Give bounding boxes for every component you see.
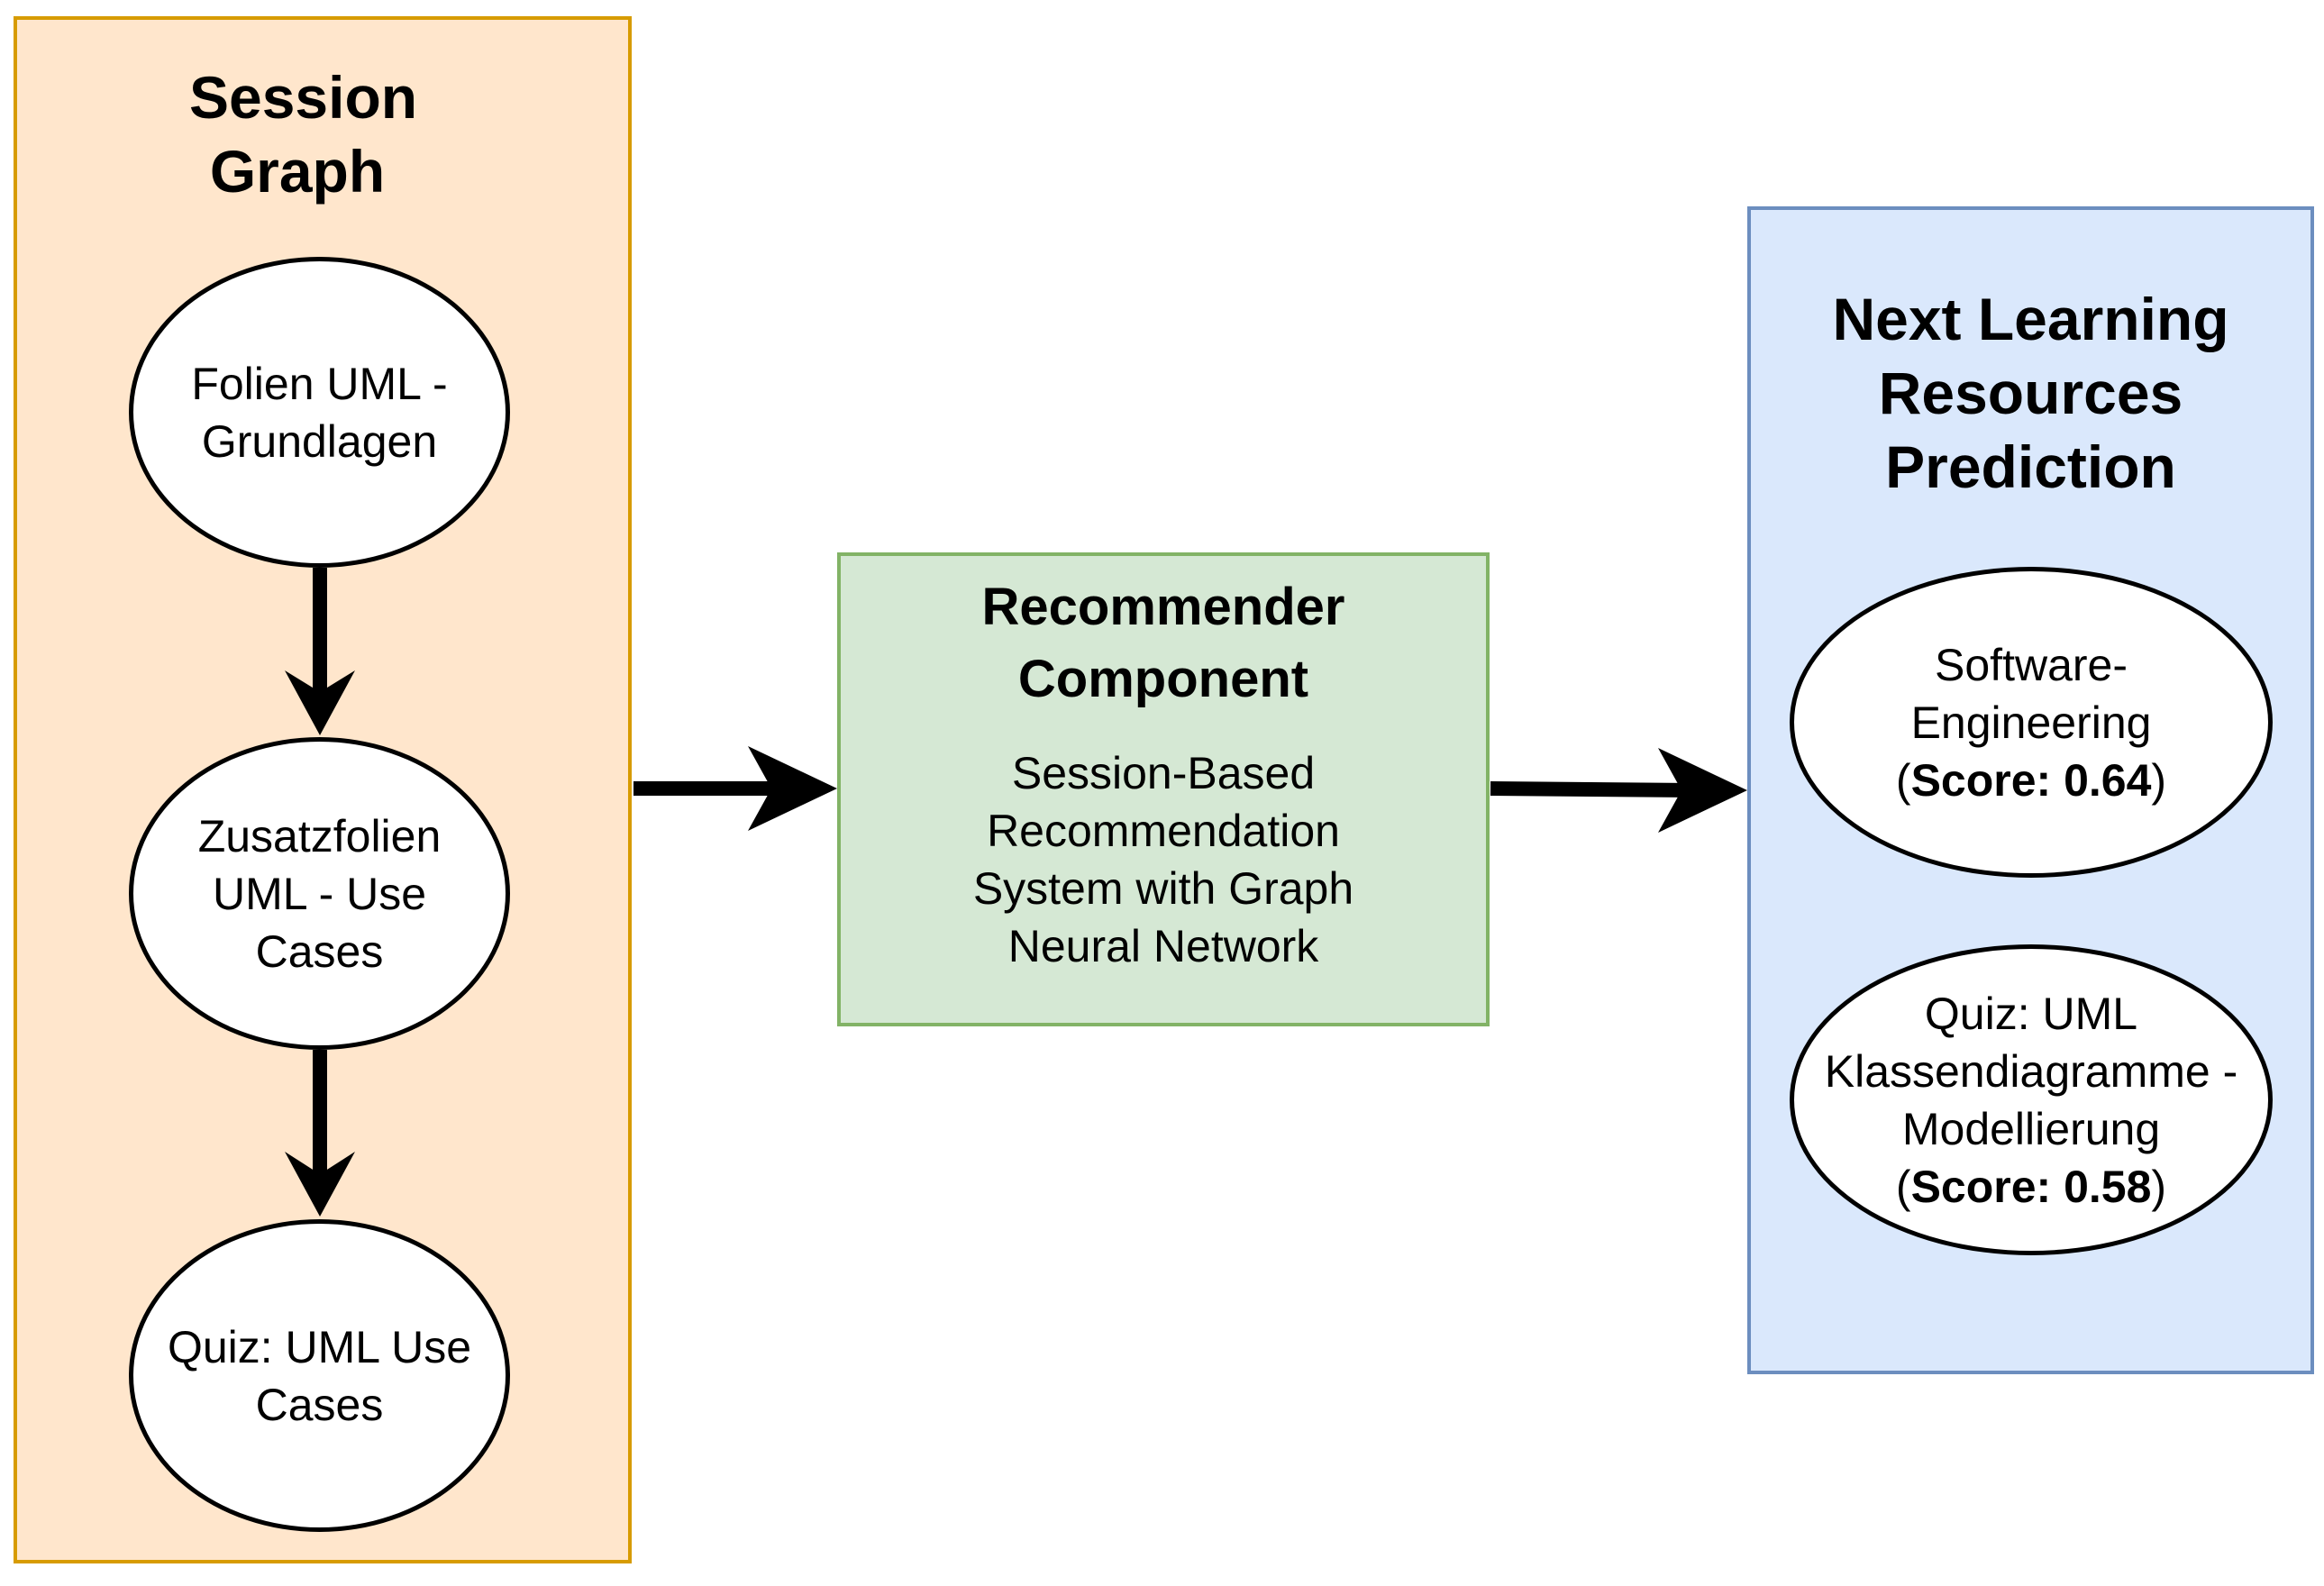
prediction-item-2: Quiz: UML Klassendiagramme - Modellierun… xyxy=(1790,944,2273,1255)
session-graph-title: Session Graph xyxy=(187,60,478,208)
arrow-recommender-to-prediction xyxy=(1490,748,1747,833)
session-node-1: Folien UML - Grundlagen xyxy=(129,257,510,568)
session-node-1-label: Folien UML - Grundlagen xyxy=(191,358,448,467)
prediction-item-2-name: Quiz: UML Klassendiagramme - Modellierun… xyxy=(1824,988,2238,1154)
prediction-title-text: Next Learning Resources Prediction xyxy=(1832,286,2229,500)
arrow-node1-to-node2 xyxy=(285,568,355,735)
session-node-3: Quiz: UML Use Cases xyxy=(129,1219,510,1532)
prediction-item-2-close-paren: ) xyxy=(2151,1161,2167,1212)
session-graph-title-text: Session Graph xyxy=(189,64,418,205)
prediction-item-1-name: Software-Engineering xyxy=(1910,639,2152,748)
prediction-item-2-open-paren: ( xyxy=(1895,1161,1911,1212)
session-node-2-label: Zusatzfolien UML - Use Cases xyxy=(197,810,442,977)
session-node-2: Zusatzfolien UML - Use Cases xyxy=(129,737,510,1050)
session-node-3-label: Quiz: UML Use Cases xyxy=(167,1321,472,1430)
recommender-title: Recommender Component xyxy=(837,571,1490,716)
prediction-item-1: Software-Engineering (Score: 0.64) xyxy=(1790,567,2273,878)
recommender-description-text: Session-Based Recommendation System with… xyxy=(972,748,1354,971)
prediction-item-1-close-paren: ) xyxy=(2151,754,2167,806)
recommender-title-text: Recommender Component xyxy=(981,578,1345,708)
recommender-description: Session-Based Recommendation System with… xyxy=(837,744,1490,975)
prediction-item-1-score: Score: 0.64 xyxy=(1910,754,2152,806)
prediction-item-2-score: Score: 0.58 xyxy=(1910,1161,2152,1212)
prediction-item-1-content: Software-Engineering (Score: 0.64) xyxy=(1882,636,2180,809)
prediction-title: Next Learning Resources Prediction xyxy=(1747,282,2314,504)
prediction-item-1-open-paren: ( xyxy=(1895,754,1911,806)
recommender-component-panel xyxy=(837,552,1490,1026)
arrow-session-to-recommender xyxy=(633,746,837,831)
arrow-node2-to-node3 xyxy=(285,1050,355,1217)
prediction-item-2-content: Quiz: UML Klassendiagramme - Modellierun… xyxy=(1797,985,2265,1216)
